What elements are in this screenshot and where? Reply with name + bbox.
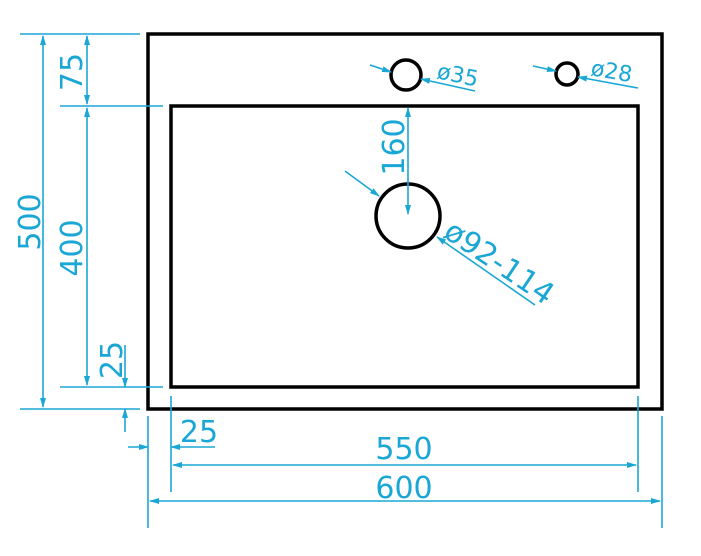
label-25-side: 25 (180, 415, 218, 450)
small-hole-leader (577, 75, 639, 89)
label-500: 500 (13, 193, 48, 250)
faucet-hole (389, 58, 423, 92)
label-25-bottom: 25 (95, 341, 130, 379)
label-160: 160 (377, 118, 412, 175)
drain-hole-leader (436, 236, 536, 306)
label-drain-hole: ø92-114 (438, 214, 561, 313)
label-550: 550 (375, 432, 432, 467)
left-extension-lines (20, 33, 163, 410)
label-small-hole: ø28 (589, 56, 634, 88)
outer-outline (146, 32, 664, 411)
label-faucet-hole: ø35 (435, 59, 481, 92)
small-hole (554, 61, 580, 87)
bowl-outline (169, 104, 640, 389)
label-75: 75 (55, 53, 90, 91)
faucet-hole-leader (420, 78, 476, 92)
label-600: 600 (375, 471, 432, 506)
label-400: 400 (55, 219, 90, 276)
